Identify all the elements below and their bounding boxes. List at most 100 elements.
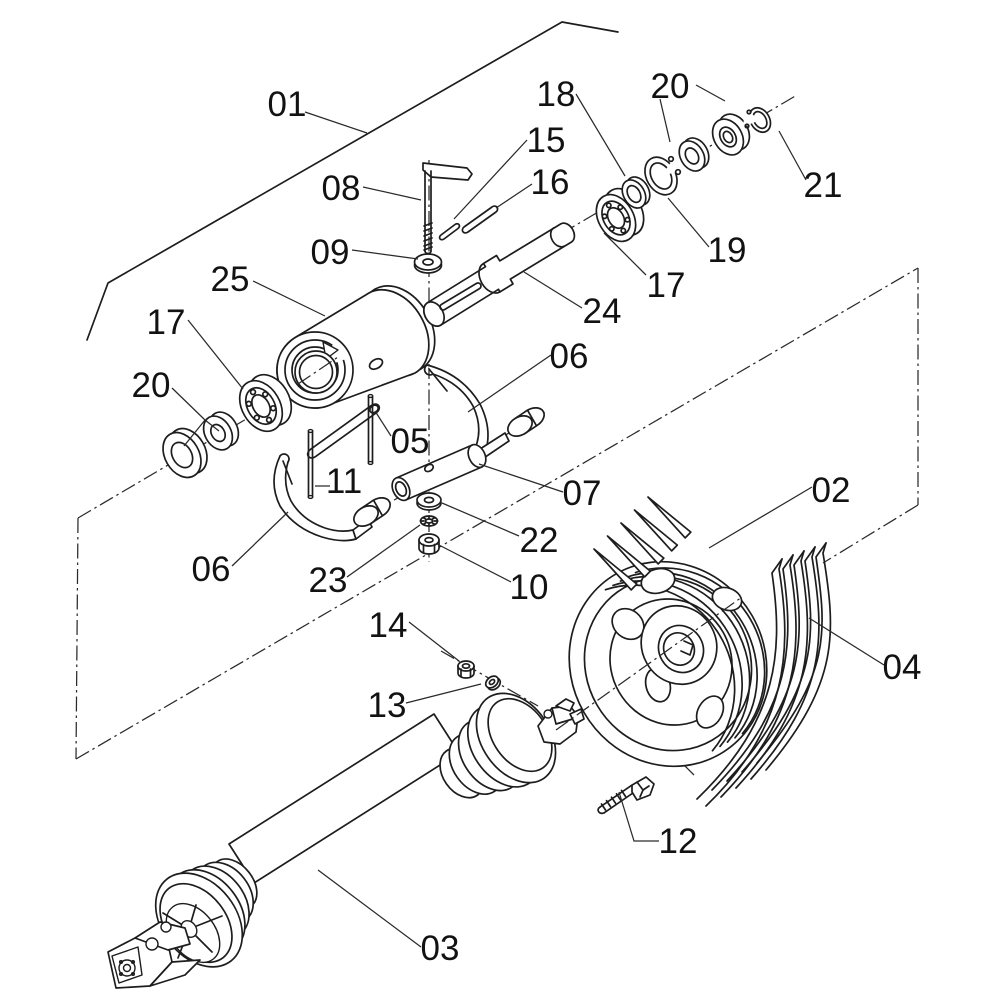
callout-03: 03 — [421, 929, 460, 968]
part-nut-14 — [457, 660, 475, 679]
shaft-yoke-clamp-upper — [537, 698, 585, 745]
callout-labels: 01 08 09 25 17 20 15 16 18 20 21 19 17 2… — [132, 67, 922, 968]
part-stub-shaft-24 — [422, 222, 576, 327]
leader-20-left-b — [183, 419, 206, 447]
leader-20-top-a — [659, 98, 671, 143]
leader-lines — [171, 84, 885, 948]
hub-keyway — [680, 640, 694, 656]
part-washer-20-left — [162, 427, 208, 479]
callout-19: 19 — [708, 231, 747, 270]
pulley-hub — [640, 604, 718, 686]
callout-06-lower: 06 — [192, 550, 231, 589]
bolt-threads — [600, 789, 627, 811]
callout-11: 11 — [326, 462, 362, 501]
leader-09 — [351, 249, 419, 260]
callout-02: 02 — [812, 471, 851, 510]
part-key-16 — [461, 205, 499, 234]
callout-13: 13 — [368, 686, 407, 725]
pulley-shaft-axis — [555, 596, 743, 731]
leader-10 — [436, 543, 512, 583]
leader-02 — [708, 486, 813, 549]
callout-06-upper: 06 — [550, 337, 589, 376]
part-pulley-02 — [568, 560, 768, 768]
leader-14 — [408, 621, 460, 662]
callout-15: 15 — [527, 121, 566, 160]
leader-20-top-b — [695, 84, 726, 102]
leader-17-top — [603, 232, 647, 276]
callout-12: 12 — [659, 822, 698, 861]
part-bolt-12 — [597, 776, 655, 815]
pulley-holes — [611, 567, 743, 729]
shaft-keyway — [439, 282, 482, 311]
leader-12 — [618, 791, 659, 842]
leader-19 — [667, 197, 710, 248]
leader-23 — [346, 524, 421, 578]
leader-24 — [523, 271, 583, 309]
callout-23: 23 — [309, 561, 348, 600]
housing-bore — [294, 350, 338, 394]
leader-25 — [252, 280, 326, 317]
leader-21 — [778, 130, 807, 181]
part-snap-ring-21 — [743, 106, 772, 134]
callout-05: 05 — [391, 422, 430, 461]
callout-04: 04 — [883, 648, 922, 687]
part-washer-22 — [416, 492, 442, 511]
callout-17-left: 17 — [147, 303, 186, 342]
leader-06-lower — [231, 511, 289, 567]
leader-03 — [317, 869, 422, 948]
callout-09: 09 — [311, 233, 350, 272]
part-housing-25 — [276, 285, 436, 409]
part-pto-shaft-03 — [107, 692, 585, 989]
callout-20-left: 20 — [132, 366, 171, 405]
part-handle-bolt-08 — [422, 162, 473, 255]
leader-04 — [808, 617, 885, 666]
callout-14: 14 — [369, 606, 408, 645]
leader-17-left — [187, 319, 244, 390]
leader-22 — [441, 502, 520, 537]
part-washer-13 — [484, 675, 502, 691]
callout-24: 24 — [583, 292, 622, 331]
part-nut-10 — [418, 533, 440, 555]
leader-01 — [304, 111, 368, 134]
part-ring-18 — [621, 176, 651, 209]
leader-08 — [362, 186, 422, 201]
leader-15 — [453, 139, 528, 220]
callout-21: 21 — [804, 166, 843, 205]
part-washer-20-top — [678, 137, 710, 172]
leader-13 — [405, 683, 482, 704]
callout-18: 18 — [537, 75, 576, 114]
part-key-15 — [438, 222, 461, 241]
shaft-yoke-lower — [107, 921, 201, 989]
callout-16: 16 — [531, 163, 570, 202]
part-clamp-06-lower — [273, 453, 391, 542]
callout-10: 10 — [510, 568, 549, 607]
part-tube-07 — [391, 443, 487, 502]
bearing-balls — [245, 388, 277, 424]
callout-07: 07 — [563, 474, 602, 513]
leader-07 — [478, 463, 564, 493]
part-vbelts-04-left — [593, 496, 692, 591]
callout-25: 25 — [211, 260, 250, 299]
shaft-tube — [228, 713, 460, 884]
part-washer-09 — [413, 253, 443, 274]
part-bushing-20-top — [711, 113, 751, 156]
bolt-threads — [423, 222, 433, 251]
leader-05 — [374, 410, 392, 437]
leader-06-upper — [467, 354, 552, 413]
reference-plane-outline — [75, 21, 919, 760]
part-spring-pins-11 — [307, 393, 374, 500]
callout-17-top: 17 — [647, 266, 686, 305]
part-vbelts-04-right — [696, 542, 832, 807]
part-clamp-06-upper — [423, 364, 545, 467]
callout-22: 22 — [520, 521, 559, 560]
callout-01: 01 — [268, 85, 307, 124]
part-bearing-17-top — [595, 187, 645, 243]
callout-20-top: 20 — [651, 67, 690, 106]
part-bearing-17-left — [238, 373, 293, 433]
bearing-balls — [601, 202, 631, 234]
callout-08: 08 — [322, 169, 361, 208]
shaft-guard-bell-upper — [439, 692, 557, 799]
part-star-washer-23 — [419, 515, 439, 527]
